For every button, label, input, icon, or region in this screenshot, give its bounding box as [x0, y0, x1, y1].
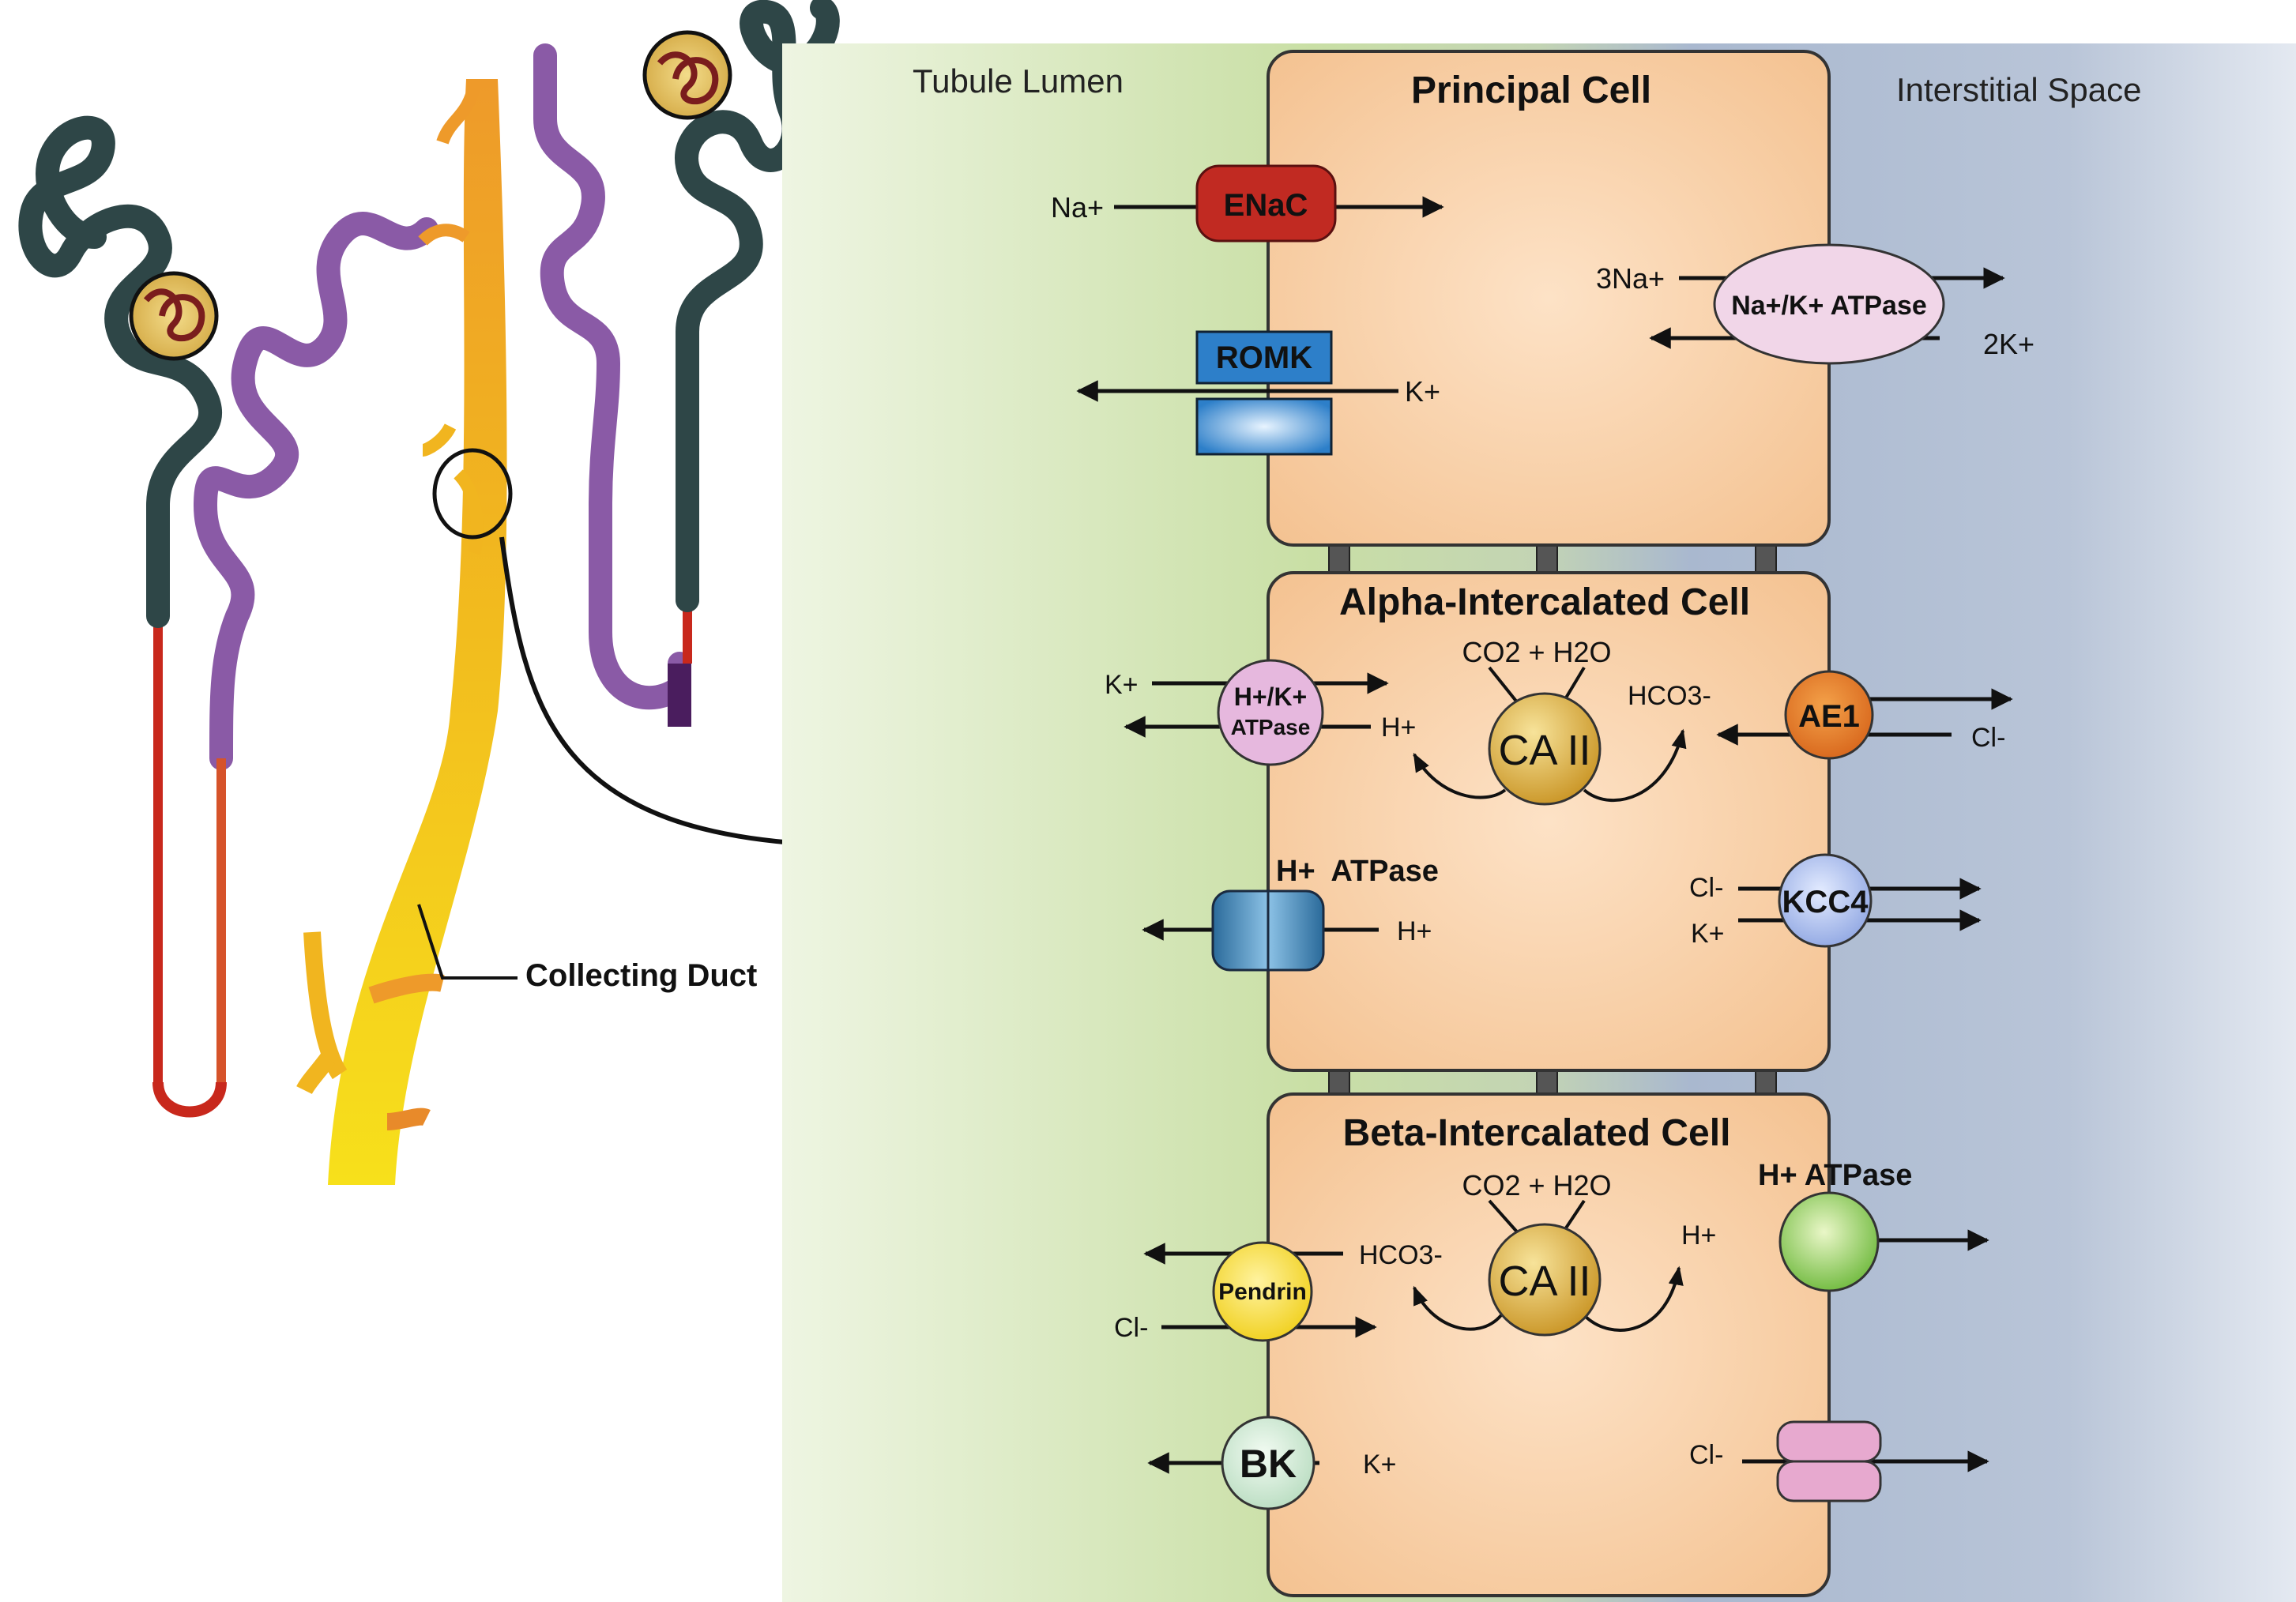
- hk-ion-k-label: K+: [1105, 670, 1139, 700]
- cl-channel-top: [1776, 1420, 1882, 1463]
- alpha-cell-title: Alpha-Intercalated Cell: [1339, 581, 1750, 623]
- magnification-circle: [432, 448, 513, 540]
- beta-ca2-enzyme: [1488, 1223, 1602, 1337]
- cl-channel-ion-label: Cl-: [1689, 1440, 1723, 1470]
- alpha-ca2-product-label: HCO3-: [1628, 681, 1711, 711]
- alpha-ca2-label: CA II: [1498, 727, 1590, 774]
- collecting-duct-leader: [417, 904, 518, 980]
- enac-ion-label: Na+: [1051, 191, 1104, 224]
- right-proximal-tubule: [675, 0, 840, 612]
- alpha-ca2-substrate-label: CO2 + H2O: [1462, 636, 1611, 668]
- nak-ion-out-label: 2K+: [1983, 328, 2034, 360]
- hk-atpase-label-2: ATPase: [1231, 715, 1311, 739]
- romk-label: ROMK: [1216, 340, 1312, 375]
- pendrin-ion-hco3-label: HCO3-: [1359, 1240, 1443, 1270]
- bk-ion-label: K+: [1363, 1450, 1397, 1480]
- bk-channel: [1221, 1416, 1315, 1510]
- principal-cell-title: Principal Cell: [1411, 70, 1651, 111]
- ae1-label: AE1: [1798, 699, 1860, 734]
- right-distal-tubule: [533, 43, 691, 710]
- hk-atpase-label-1: H+/K+: [1234, 683, 1307, 711]
- nephron-illustration: Collecting Duct: [18, 0, 841, 1185]
- left-distal-tubule: [193, 212, 438, 770]
- beta-ca2-label: CA II: [1498, 1258, 1590, 1305]
- beta-h-atpase-pump: [1778, 1191, 1880, 1292]
- bk-label: BK: [1240, 1442, 1297, 1486]
- cl-channel-bottom: [1776, 1460, 1882, 1502]
- hk-atpase-pump: [1217, 659, 1324, 766]
- alpha-h-atpase-label: H+ ATPase: [1276, 855, 1439, 888]
- collecting-duct: [328, 79, 507, 1185]
- nak-ion-in-label: 3Na+: [1596, 262, 1665, 295]
- enac-label: ENaC: [1224, 188, 1308, 223]
- enac-channel: [1195, 164, 1337, 243]
- kcc4-ion-cl-label: Cl-: [1689, 873, 1723, 903]
- hk-ion-h-label: H+: [1381, 713, 1416, 743]
- kcc4-ion-k-label: K+: [1691, 919, 1725, 949]
- nak-atpase-pump: [1713, 243, 1945, 365]
- ae1-ion-label: Cl-: [1971, 723, 2005, 753]
- left-proximal-tubule: [18, 115, 223, 628]
- alpha-h-atpase-ion-label: H+: [1397, 916, 1432, 946]
- nak-atpase-label: Na+/K+ ATPase: [1731, 291, 1927, 321]
- interstitium-label: Interstitial Space: [1896, 71, 2142, 108]
- romk-ion-label: K+: [1405, 375, 1440, 408]
- kcc4-label: KCC4: [1782, 885, 1869, 919]
- pendrin-label: Pendrin: [1218, 1279, 1307, 1305]
- transport-panel: Tubule Lumen Interstitial Space Principa…: [782, 43, 2296, 1602]
- left-loop-bend: [152, 1081, 227, 1118]
- beta-intercalated-cell: Beta-Intercalated Cell CO2 + H2O CA II H…: [1114, 1092, 1989, 1597]
- romk-channel-bottom: [1195, 397, 1333, 456]
- alpha-ca2-enzyme: [1488, 692, 1602, 806]
- lumen-label: Tubule Lumen: [913, 62, 1124, 100]
- beta-ca2-substrate-label: CO2 + H2O: [1462, 1169, 1611, 1202]
- ae1-exchanger: [1784, 670, 1874, 760]
- alpha-intercalated-cell: Alpha-Intercalated Cell K+ H+ H+/K+ ATPa…: [1105, 571, 2013, 1072]
- beta-ca2-product-label: H+: [1681, 1220, 1716, 1250]
- alpha-cell-body: [1267, 571, 1831, 1072]
- pendrin-exchanger: [1212, 1241, 1313, 1342]
- beta-h-atpase-label: H+ ATPase: [1758, 1159, 1912, 1192]
- zoom-arrow: [499, 536, 841, 858]
- romk-channel-top: [1195, 330, 1333, 385]
- collecting-duct-label: Collecting Duct: [525, 958, 757, 993]
- principal-cell: Principal Cell Na+ ENaC ROMK K+ 3Na+ 2K+…: [1051, 50, 2034, 547]
- beta-cell-title: Beta-Intercalated Cell: [1343, 1112, 1731, 1154]
- beta-cell-body: [1267, 1092, 1831, 1597]
- pendrin-ion-cl-label: Cl-: [1114, 1313, 1148, 1343]
- kcc4-cotransporter: [1778, 853, 1873, 948]
